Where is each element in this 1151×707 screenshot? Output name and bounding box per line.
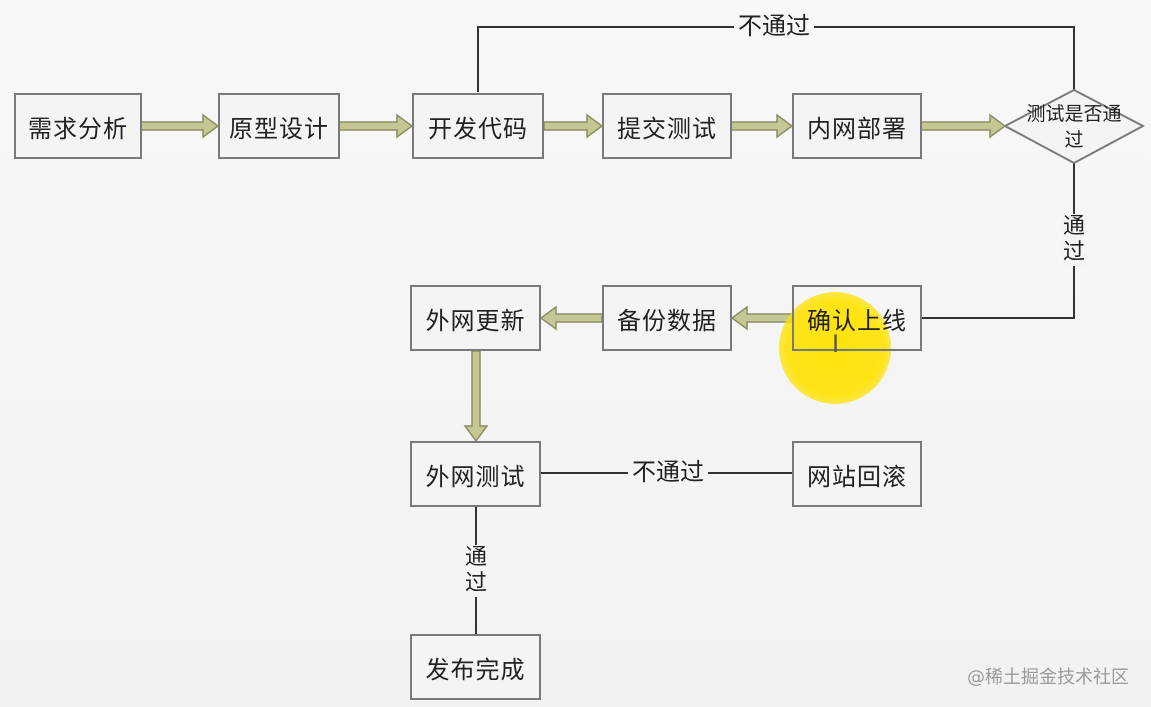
arrow-deploy-to-decision xyxy=(920,113,1007,139)
arrow-prototype-to-develop xyxy=(338,113,414,139)
edge-label-fail-top: 不通过 xyxy=(734,14,814,38)
decision-label: 测试是否通过 xyxy=(1026,103,1122,151)
node-develop-code: 开发代码 xyxy=(412,93,544,159)
node-backup-data: 备份数据 xyxy=(602,285,732,351)
edge-label-pass-bottom: 通过 xyxy=(463,545,489,597)
pass-line-to-confirm xyxy=(922,163,1075,319)
arrow-requirement-to-prototype xyxy=(140,113,220,139)
node-extranet-test: 外网测试 xyxy=(410,441,541,507)
node-release-complete: 发布完成 xyxy=(410,634,541,700)
node-confirm-online: 确认上线 xyxy=(792,285,922,351)
arrow-develop-to-submit xyxy=(543,113,604,139)
node-prototype-design: 原型设计 xyxy=(218,93,340,159)
edge-label-fail-bottom: 不通过 xyxy=(628,460,708,484)
arrow-submit-to-deploy xyxy=(730,113,794,139)
node-extranet-update: 外网更新 xyxy=(410,285,541,351)
test-pass-diamond xyxy=(1002,88,1146,165)
arrow-update-to-test xyxy=(463,350,489,443)
node-site-rollback: 网站回滚 xyxy=(792,441,922,507)
node-submit-test: 提交测试 xyxy=(602,93,732,159)
node-requirement-analysis: 需求分析 xyxy=(14,93,142,159)
node-intranet-deploy: 内网部署 xyxy=(792,93,922,159)
cursor-highlight xyxy=(779,292,891,404)
arrow-backup-to-update xyxy=(539,305,603,331)
edge-label-pass-right: 通过 xyxy=(1061,214,1087,266)
watermark-text: @稀土掘金技术社区 xyxy=(967,667,1129,688)
text-cursor-icon: I xyxy=(832,330,840,358)
